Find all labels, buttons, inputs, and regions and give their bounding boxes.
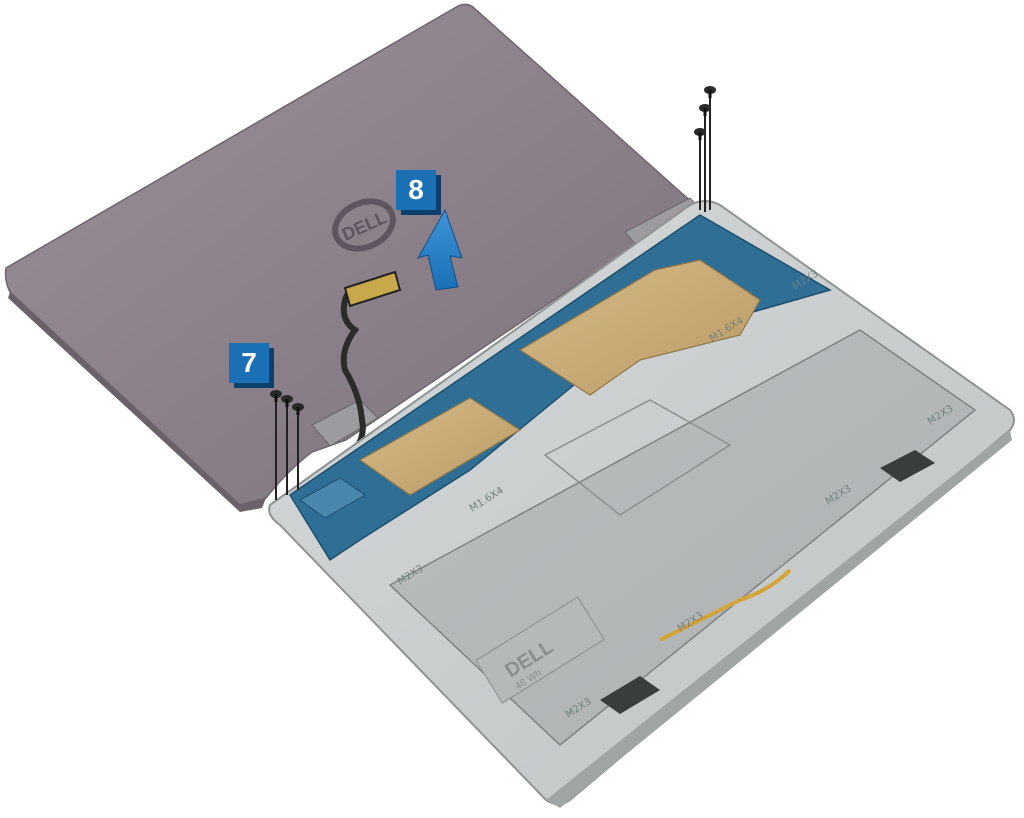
screw-icon[interactable] <box>694 128 706 140</box>
battery-label: DELL 46 Wh <box>475 596 605 704</box>
ssd-shield <box>358 397 522 496</box>
step-7-badge: 7 <box>229 343 274 388</box>
chassis-front-edge <box>546 430 1012 808</box>
touchpad-cable <box>659 568 792 642</box>
arrow-up-icon <box>416 208 463 291</box>
right-hinge-screws <box>694 86 716 212</box>
screw-icon[interactable] <box>281 395 293 407</box>
speaker-left <box>600 676 660 714</box>
screw-icon[interactable] <box>699 104 711 116</box>
speaker-right <box>880 450 935 482</box>
screw-icon[interactable] <box>270 390 282 402</box>
wireless-card <box>299 477 366 519</box>
display-cable-connector <box>343 270 402 308</box>
left-hinge-screws <box>270 390 304 500</box>
display-cable <box>340 283 391 458</box>
battery-touchpad-outline <box>543 399 732 516</box>
screw-icon[interactable] <box>704 86 716 98</box>
step-7-number: 7 <box>241 347 257 378</box>
step-8-number: 8 <box>408 174 424 205</box>
display-lid <box>4 3 697 506</box>
step-8-badge: 8 <box>396 170 441 215</box>
base-assembly: DELL 46 Wh M2X3 M1.6X4 M2X3 M1.6X4 M2X3 … <box>268 200 1015 808</box>
heat-shield <box>518 259 761 396</box>
screw-icon[interactable] <box>292 403 304 415</box>
